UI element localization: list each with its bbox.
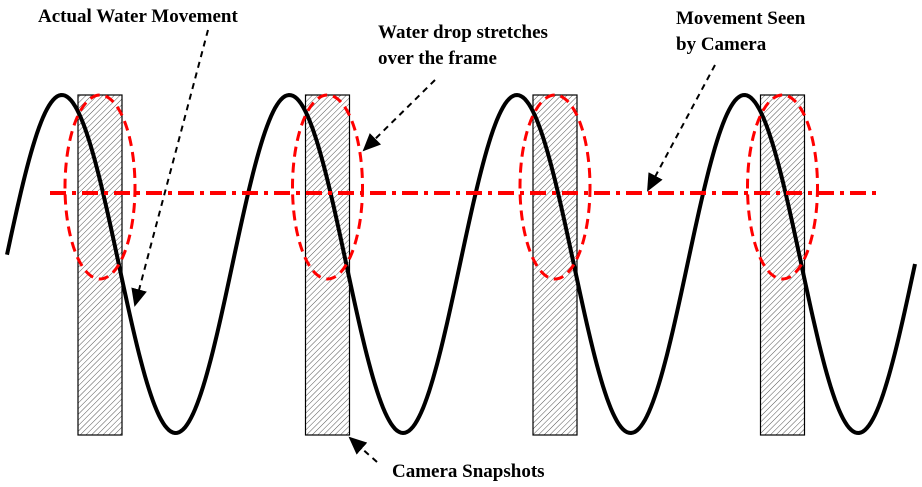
stretch-arrow [362,79,436,152]
label-stretch-2: over the frame [378,48,497,69]
camera-snapshots [77,94,806,436]
label-seen-1: Movement Seen [676,8,806,29]
label-snapshots: Camera Snapshots [392,461,545,482]
camera-snapshot-frame [759,94,806,436]
camera-snapshot-frame [304,94,351,436]
actual-arrow [131,29,209,307]
seen-arrow [647,64,716,192]
label-seen-2: by Camera [676,34,767,55]
water-drop-ellipse [291,93,364,281]
actual-water-movement-wave [5,92,917,436]
label-stretch-1: Water drop stretches [378,22,548,43]
water-drop-ellipses [63,93,819,281]
camera-snapshot-frame [77,94,123,436]
label-actual: Actual Water Movement [38,6,238,27]
camera-snapshot-frame [532,94,578,436]
water-drop-ellipse [746,93,819,281]
water-drop-ellipse [63,93,137,281]
snapshot-arrow [348,436,378,463]
water-drop-ellipse [518,93,592,281]
